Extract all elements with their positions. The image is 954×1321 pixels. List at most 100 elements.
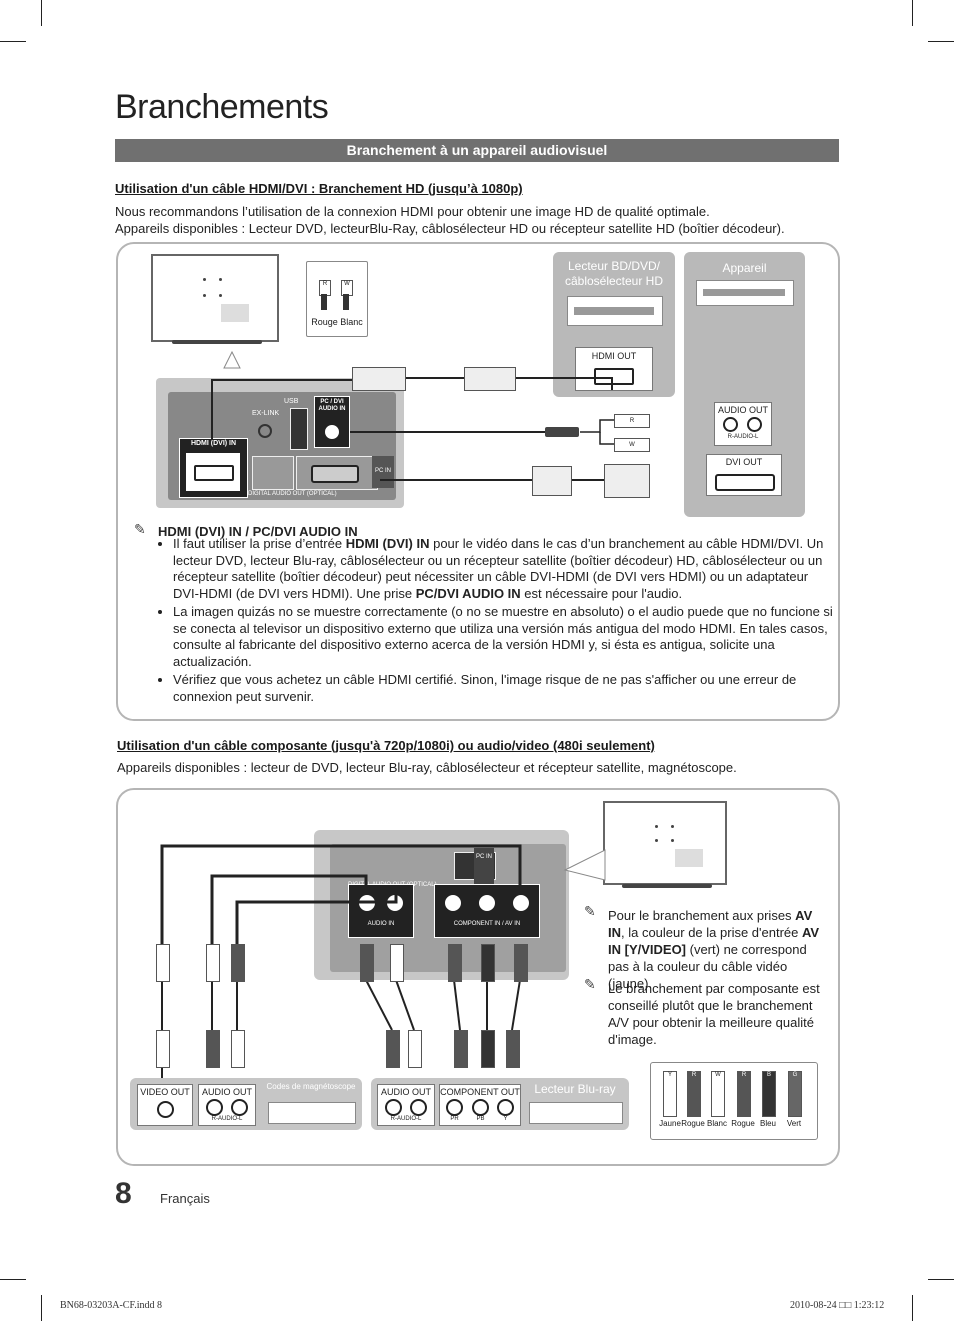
bluray-audio-out-label: AUDIO OUT — [380, 1087, 431, 1097]
vcr-illustration — [268, 1102, 356, 1124]
bullet-item: La imagen quizás no se muestre correctam… — [173, 604, 833, 670]
plug-yellow-bottom — [156, 1030, 170, 1068]
legend-name: Blanc — [706, 1119, 727, 1128]
vcr-audio-out-label: AUDIO OUT — [201, 1087, 252, 1097]
legend-plug-yellow: Y — [663, 1071, 677, 1117]
tv-stand — [172, 340, 262, 344]
bd-device-box: Lecteur BD/DVD/ câblosélecteur HD HDMI O… — [553, 252, 675, 397]
page-number: 8 — [115, 1177, 132, 1210]
legend-name: Vert — [786, 1119, 802, 1128]
bluray-device-box: AUDIO OUT R-AUDIO-L COMPONENT OUT PR PB … — [371, 1078, 629, 1130]
tv-illustration-component — [603, 801, 727, 885]
section-banner: Branchement à un appareil audiovisuel — [115, 139, 839, 162]
hdmi-out-label: HDMI OUT — [591, 351, 637, 361]
pc-in-label-component: PC IN — [475, 854, 492, 860]
bd-player-illustration — [567, 296, 663, 326]
crop-mark — [41, 1295, 42, 1321]
legend-plug-blue: B — [762, 1071, 776, 1117]
legend-name: Bleu — [759, 1119, 776, 1128]
digital-audio-out-label: DIGITAL AUDIO OUT (OPTICAL) — [248, 491, 337, 497]
plug-pb-tv — [481, 944, 495, 982]
hdmi-plug-right — [464, 367, 516, 391]
plug-red-br — [386, 1030, 400, 1068]
usb-label: USB — [284, 398, 299, 405]
video-out-port: VIDEO OUT — [137, 1084, 193, 1126]
plug-white-tv — [390, 944, 404, 982]
component-note-1: Pour le branchement aux prises AV IN, la… — [608, 908, 820, 991]
component-cables — [160, 844, 606, 1080]
bluray-audio-out-port: AUDIO OUT R-AUDIO-L — [377, 1084, 435, 1126]
legend-name: Rogue — [681, 1119, 705, 1128]
plug-white-bottom — [231, 1030, 245, 1068]
bluray-label: Lecteur Blu-ray — [534, 1082, 616, 1096]
plug-red-top — [231, 944, 245, 982]
plug-pr-tv — [448, 944, 462, 982]
crop-mark — [912, 1295, 913, 1321]
vcr-r-audio-l-label: R-AUDIO-L — [211, 1116, 243, 1122]
audio-in-label: AUDIO IN — [367, 921, 395, 927]
crop-mark — [912, 0, 913, 26]
audio-out-port: AUDIO OUT R-AUDIO-L — [714, 402, 772, 446]
slug-right: 2010-08-24 □□ 1:23:12 — [790, 1300, 885, 1311]
note-pencil-icon: ✎ — [584, 976, 596, 992]
pc-dvi-audio-in-port: PC / DVI AUDIO IN — [314, 396, 350, 448]
dvi-plug-left — [532, 466, 572, 496]
note-pencil-icon: ✎ — [134, 521, 146, 537]
y-label: Y — [503, 1116, 508, 1122]
slug-left: BN68-03203A-CF.indd 8 — [60, 1300, 162, 1311]
footer-language: Français — [160, 1191, 210, 1206]
pc-in-area-component: PC IN — [474, 848, 494, 888]
plug-red-bottom — [206, 1030, 220, 1068]
video-out-label: VIDEO OUT — [140, 1087, 190, 1097]
hdmi-note-heading: HDMI (DVI) IN / PC/DVI AUDIO IN — [158, 524, 358, 539]
hdmi-intro-line1: Nous recommandons l’utilisation de la co… — [115, 204, 710, 219]
stereo-mini-plug — [545, 427, 579, 437]
legend-plug-red: R — [687, 1071, 701, 1117]
plug-pr-br — [454, 1030, 468, 1068]
appliance-label: Appareil — [722, 261, 767, 275]
cable-color-legend: Y R W R B G Jaune Rogue Blanc Rogue Bleu… — [650, 1062, 818, 1140]
tv-rear-panel: EX-LINK USB PC / DVI AUDIO IN HDMI (DVI)… — [156, 378, 404, 508]
crop-mark — [928, 1279, 954, 1280]
bullet-item: Il faut utiliser la prise d’entrée HDMI … — [173, 536, 833, 602]
rca-plug-w: W — [614, 438, 650, 452]
hdmi-section-heading: Utilisation d'un câble HDMI/DVI : Branch… — [115, 181, 523, 196]
hdmi-out-port: HDMI OUT — [575, 347, 653, 391]
crop-mark — [41, 0, 42, 26]
audio-in-port: AUDIO IN — [348, 884, 414, 938]
appliance-illustration — [696, 280, 794, 306]
crop-mark — [928, 41, 954, 42]
bluray-illustration — [529, 1102, 623, 1124]
crop-mark — [0, 1279, 26, 1280]
hdmi-dvi-in-port: HDMI (DVI) IN — [179, 438, 248, 498]
legend-name: Jaune — [659, 1119, 681, 1128]
page-title: Branchements — [115, 88, 329, 126]
audio-out-label: AUDIO OUT — [717, 405, 768, 415]
component-out-port: COMPONENT OUT PR PB Y — [439, 1084, 521, 1126]
component-out-label: COMPONENT OUT — [440, 1087, 520, 1097]
appliance-box: Appareil AUDIO OUT R-AUDIO-L DVI OUT — [684, 252, 805, 517]
vcr-label: Codes de magnétoscope — [266, 1082, 356, 1091]
rca-cable-icon: R W Rouge Blanc — [306, 261, 368, 337]
tv-stand-component — [622, 884, 712, 888]
component-intro: Appareils disponibles : lecteur de DVD, … — [117, 760, 737, 775]
rca-plug-r: R — [614, 414, 650, 428]
bd-device-label: Lecteur BD/DVD/ câblosélecteur HD — [564, 259, 664, 288]
component-section-heading: Utilisation d'un câble composante (jusqu… — [117, 738, 655, 753]
plug-white-br — [408, 1030, 422, 1068]
pc-dvi-audio-in-label: PC / DVI AUDIO IN — [318, 399, 346, 412]
hdmi-note-bullets: Il faut utiliser la prise d’entrée HDMI … — [158, 536, 833, 707]
bluray-r-audio-l-label: R-AUDIO-L — [390, 1116, 422, 1122]
pb-label: PB — [476, 1116, 485, 1122]
legend-plug-red-2: R — [737, 1071, 751, 1117]
plug-red-tv — [360, 944, 374, 982]
dvi-out-port: DVI OUT — [706, 454, 782, 496]
ex-link-label: EX-LINK — [252, 410, 280, 417]
hdmi-intro-line2: Appareils disponibles : Lecteur DVD, lec… — [115, 221, 785, 236]
component-av-in-port: COMPONENT IN / AV IN — [434, 884, 540, 938]
dvi-plug-right — [604, 464, 650, 498]
plug-pb-br — [481, 1030, 495, 1068]
rca-caption: Rouge Blanc — [311, 317, 363, 327]
bullet-item: Vérifiez que vous achetez un câble HDMI … — [173, 672, 833, 705]
tv-illustration — [151, 254, 279, 342]
